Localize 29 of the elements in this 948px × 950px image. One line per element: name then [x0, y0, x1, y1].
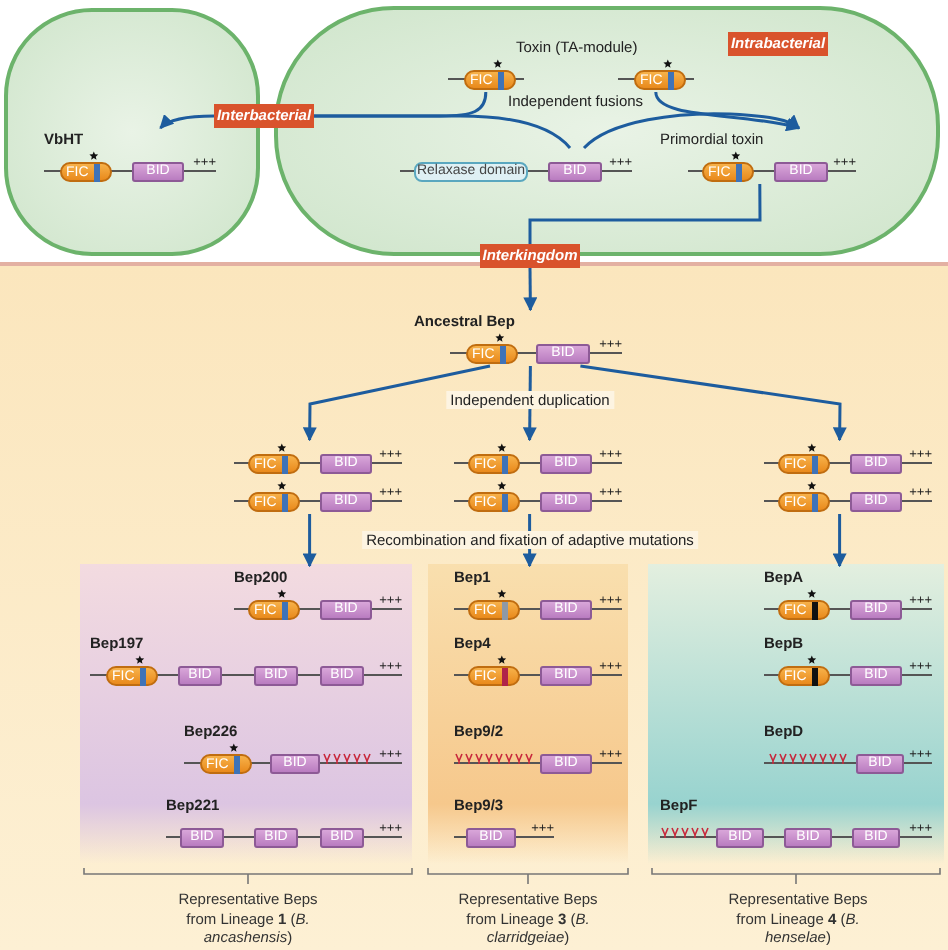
- fic-domain: [634, 70, 686, 90]
- fic-domain: [468, 666, 520, 686]
- fic-domain: [778, 600, 830, 620]
- fic-domain: [248, 454, 300, 474]
- lineage-panel: [648, 564, 944, 864]
- fic-domain: [778, 666, 830, 686]
- arrow: [654, 91, 801, 132]
- fic-domain: [60, 162, 112, 182]
- fic-domain: [466, 344, 518, 364]
- arrow: [302, 514, 317, 568]
- arrow: [583, 112, 801, 150]
- host-cell-region: [0, 262, 948, 950]
- fic-domain: [248, 600, 300, 620]
- fic-domain: [468, 600, 520, 620]
- arrow: [832, 514, 847, 568]
- arrow: [159, 114, 214, 130]
- fic-domain: [468, 492, 520, 512]
- fic-domain: [778, 492, 830, 512]
- lineage-panel: [428, 564, 628, 864]
- fic-domain: [248, 492, 300, 512]
- gene-construct: [454, 570, 622, 626]
- fic-domain: [702, 162, 754, 182]
- lineage-panel: [80, 564, 412, 864]
- fic-domain: [468, 454, 520, 474]
- fic-domain: [200, 754, 252, 774]
- fic-domain: [106, 666, 158, 686]
- fic-domain: [778, 454, 830, 474]
- fic-domain: [464, 70, 516, 90]
- arrow: [523, 268, 538, 312]
